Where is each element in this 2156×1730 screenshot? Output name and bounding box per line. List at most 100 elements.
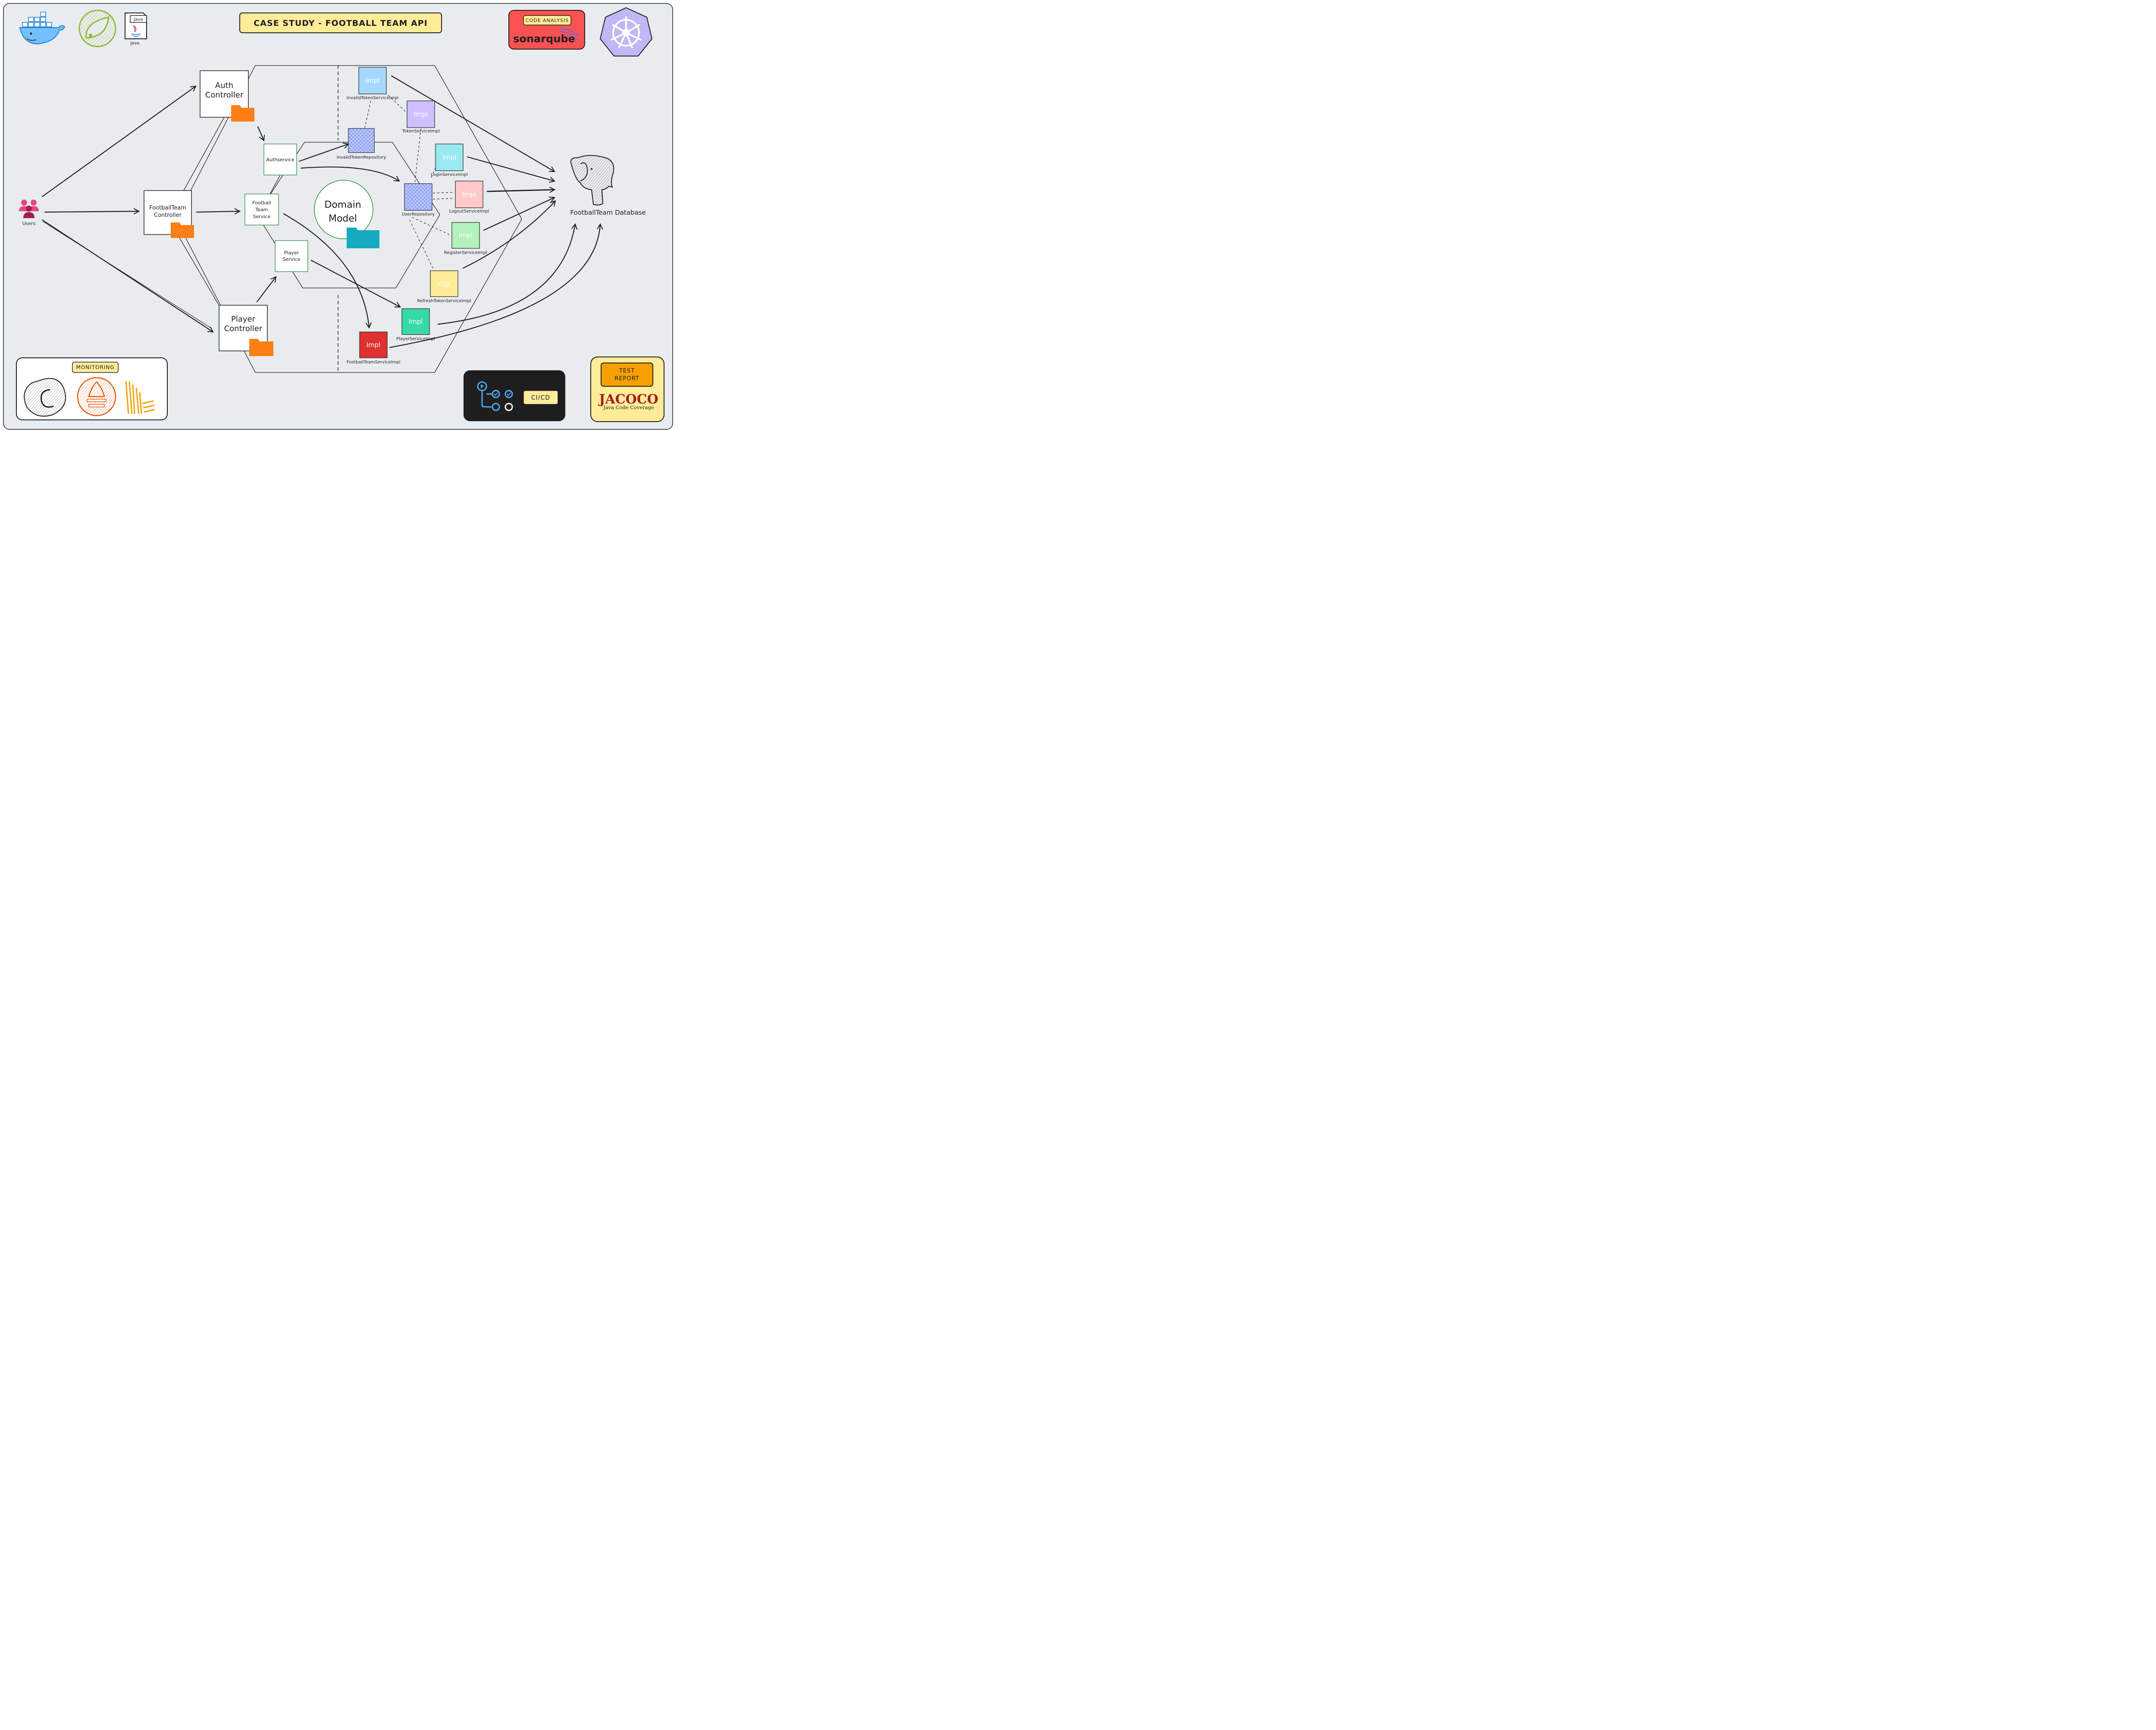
footballteam-service-line1: Football — [252, 200, 271, 206]
domain-model-line1: Domain — [324, 200, 361, 210]
page-title: CASE STUDY - FOOTBALL TEAM API — [254, 19, 427, 28]
test-report-line2: REPORT — [614, 375, 639, 382]
arrow-playerservice-playerimpl — [310, 260, 400, 307]
loki-icon — [125, 381, 155, 414]
player-service-line2: Service — [283, 257, 301, 262]
impl-label: Impl — [409, 318, 423, 325]
user-repository-label: UserRepository — [402, 212, 435, 217]
grafana-icon — [24, 378, 66, 417]
java-caption: Java — [130, 41, 139, 46]
database-label: FootballTeam Database — [570, 209, 646, 216]
arrow-users-player — [41, 219, 213, 332]
spring-icon — [78, 9, 116, 47]
arrow-users-auth — [41, 86, 196, 197]
postgresql-elephant-icon — [570, 155, 614, 206]
logout-service-impl-label: LogoutServiceImpl — [449, 209, 489, 214]
users-actor: Users — [19, 200, 39, 226]
arrow-invalidtoken-db — [391, 75, 555, 172]
users-label: Users — [22, 221, 36, 226]
user-repository[interactable]: UserRepository — [402, 183, 435, 217]
code-analysis-label: CODE ANALYSIS — [526, 18, 569, 23]
footballteam-service-impl[interactable]: Impl FootballTeamServiceImpl — [347, 332, 401, 365]
impl-label: Impl — [414, 110, 428, 118]
arrow-playercontroller-playerservice — [256, 277, 276, 303]
arrow-logout-db — [486, 190, 555, 191]
footballteam-service-line2: Team — [255, 207, 268, 213]
refresh-token-service-impl[interactable]: Impl RefreshTokenServiceImpl — [417, 270, 471, 303]
footballteam-controller-line2: Controller — [154, 212, 182, 219]
footballteam-database[interactable]: FootballTeam Database — [570, 155, 646, 216]
impl-label: Impl — [366, 77, 380, 84]
arrow-auth-authservice — [257, 126, 264, 141]
player-controller-line1: Player — [231, 315, 256, 324]
arrow-authservice-userrepo — [300, 166, 399, 181]
jacoco-subtitle: Java Code Coverage — [603, 404, 654, 410]
footballteam-service-impl-label: FootballTeamServiceImpl — [347, 360, 401, 365]
users-icon — [19, 200, 39, 218]
player-service[interactable]: Player Service — [275, 240, 308, 272]
arrow-register-db — [483, 197, 555, 231]
logout-service-impl[interactable]: Impl LogoutServiceImpl — [449, 181, 489, 214]
impl-label: Impl — [459, 232, 473, 239]
footballteam-service[interactable]: Football Team Service — [244, 194, 279, 225]
test-report-panel: TEST REPORT JACOCO Java Code Coverage — [590, 357, 664, 422]
invalid-token-service-impl[interactable]: Impl InvalidTokenServiceImpl — [347, 67, 398, 100]
docker-icon — [19, 12, 66, 45]
player-service-impl[interactable]: Impl PlayerServiceImpl — [396, 308, 435, 341]
auth-controller-line1: Auth — [215, 81, 233, 90]
player-controller[interactable]: Player Controller — [219, 305, 273, 356]
architecture-diagram: Java Java CASE STUDY - FOOTBALL TEAM API… — [0, 0, 676, 433]
player-service-impl-label: PlayerServiceImpl — [396, 337, 435, 341]
register-service-impl-label: RegisterServiceImpl — [444, 250, 487, 255]
cicd-panel: CI/CD — [464, 370, 565, 421]
auth-service-label: Authservice — [266, 157, 294, 163]
cicd-label: CI/CD — [531, 394, 550, 401]
player-controller-line2: Controller — [224, 324, 263, 333]
connection-lines — [178, 117, 281, 307]
login-service-impl-label: LoginServiceImpl — [431, 172, 468, 177]
invalid-token-repository[interactable]: InvalidTokenRepository — [337, 128, 386, 160]
auth-controller[interactable]: Auth Controller — [200, 70, 254, 122]
java-icon: Java Java — [125, 13, 147, 46]
folder-icon — [347, 228, 379, 248]
auth-service[interactable]: Authservice — [263, 144, 297, 175]
arrow-authservice-invalidrepo — [298, 144, 348, 162]
arrow-ftcontroller-ftservice — [196, 211, 240, 212]
monitoring-label: MONITORING — [76, 364, 114, 370]
login-service-impl[interactable]: Impl LoginServiceImpl — [431, 144, 468, 177]
footballteam-controller-line1: FootballTeam — [149, 205, 186, 211]
kubernetes-icon — [599, 7, 653, 56]
impl-label: Impl — [442, 153, 457, 161]
arrow-playerimpl-db — [437, 224, 575, 325]
token-service-impl-label: TokenServiceImpl — [401, 129, 439, 134]
folder-icon — [249, 339, 273, 356]
test-report-line1: TEST — [619, 368, 635, 374]
arrow-ftservice-ftimpl — [283, 213, 369, 328]
impl-label: Impl — [367, 341, 381, 349]
jacoco-wordmark: JACOCO — [598, 392, 658, 407]
monitoring-panel: MONITORING — [16, 357, 168, 420]
domain-model[interactable]: Domain Model — [314, 180, 379, 248]
player-service-line1: Player — [284, 250, 299, 256]
prometheus-icon — [77, 377, 116, 416]
register-service-impl[interactable]: Impl RegisterServiceImpl — [444, 222, 487, 255]
domain-model-line2: Model — [329, 213, 357, 224]
sonarqube-panel: CODE ANALYSIS sonarqube — [508, 10, 585, 50]
sonarqube-wordmark: sonarqube — [513, 33, 575, 45]
invalid-token-service-impl-label: InvalidTokenServiceImpl — [347, 96, 398, 100]
token-service-impl[interactable]: Impl TokenServiceImpl — [401, 100, 440, 134]
diagram-canvas: Java Java CASE STUDY - FOOTBALL TEAM API… — [3, 3, 673, 430]
footballteam-controller[interactable]: FootballTeam Controller — [144, 190, 194, 238]
flow-arrows — [41, 75, 600, 348]
arrow-ftimpl-db — [389, 224, 600, 348]
arrow-login-db — [467, 156, 555, 181]
refresh-token-service-impl-label: RefreshTokenServiceImpl — [417, 299, 471, 303]
sonar-waves-icon — [558, 28, 579, 40]
arrow-users-footballteam — [44, 211, 139, 212]
footballteam-service-line3: Service — [253, 214, 271, 219]
title-box: CASE STUDY - FOOTBALL TEAM API — [239, 13, 442, 33]
github-actions-icon — [477, 381, 513, 411]
folder-icon — [171, 222, 194, 238]
arrow-users-player-shadow — [43, 221, 211, 328]
auth-controller-line2: Controller — [205, 91, 244, 100]
